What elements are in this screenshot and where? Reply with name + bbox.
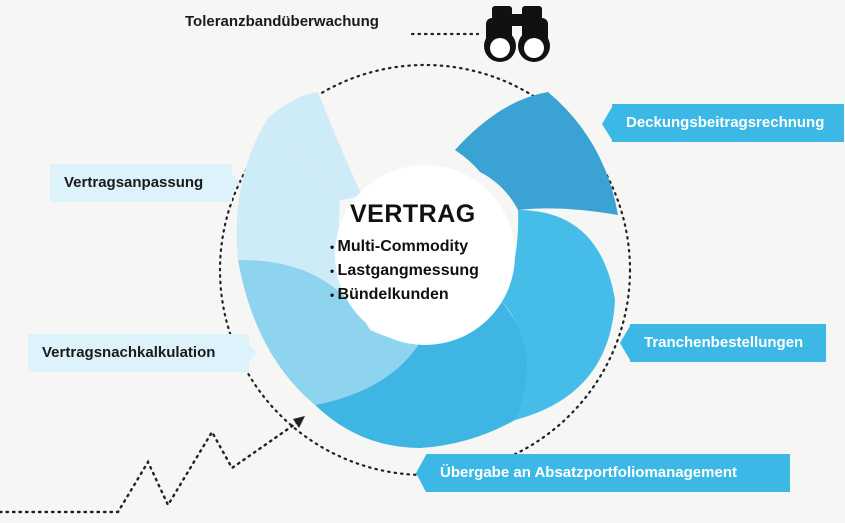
segment-uebergabe bbox=[315, 300, 527, 448]
pointer-uebergabe bbox=[416, 455, 426, 492]
pointer-tranchen bbox=[620, 326, 630, 360]
label-toleranzband: Toleranzbandüberwachung bbox=[185, 13, 379, 30]
segment-anpassung-tail bbox=[268, 92, 362, 200]
trend-arrow-head bbox=[293, 416, 305, 428]
label-uebergabe: Übergabe an Absatzportfoliomanagement bbox=[426, 454, 790, 492]
dotted-ring bbox=[218, 63, 632, 477]
pointer-anpassung bbox=[232, 174, 240, 192]
pointer-deckungsbeitrag bbox=[602, 107, 612, 140]
binoculars-icon bbox=[484, 6, 550, 62]
label-deckungsbeitragsrechnung: Deckungsbeitragsrechnung bbox=[612, 104, 844, 142]
pointer-nachkalkulation bbox=[249, 344, 257, 362]
center-item-2: Lastgangmessung bbox=[330, 259, 520, 283]
center-item-1: Multi-Commodity bbox=[330, 235, 520, 259]
center-content: VERTRAG Multi-Commodity Lastgangmessung … bbox=[330, 200, 520, 307]
center-item-3: Bündelkunden bbox=[330, 283, 520, 307]
trend-arrow-icon bbox=[0, 420, 300, 514]
center-title: VERTRAG bbox=[350, 200, 476, 228]
segment-nachkalkulation bbox=[238, 259, 420, 405]
segment-deckungsbeitrag bbox=[455, 92, 618, 215]
label-vertragsanpassung: Vertragsanpassung bbox=[50, 164, 232, 202]
segment-tranchen bbox=[500, 210, 615, 420]
center-list: Multi-Commodity Lastgangmessung Bündelku… bbox=[330, 235, 520, 307]
label-vertragsnachkalkulation: Vertragsnachkalkulation bbox=[28, 334, 249, 372]
label-tranchenbestellungen: Tranchenbestellungen bbox=[630, 324, 826, 362]
